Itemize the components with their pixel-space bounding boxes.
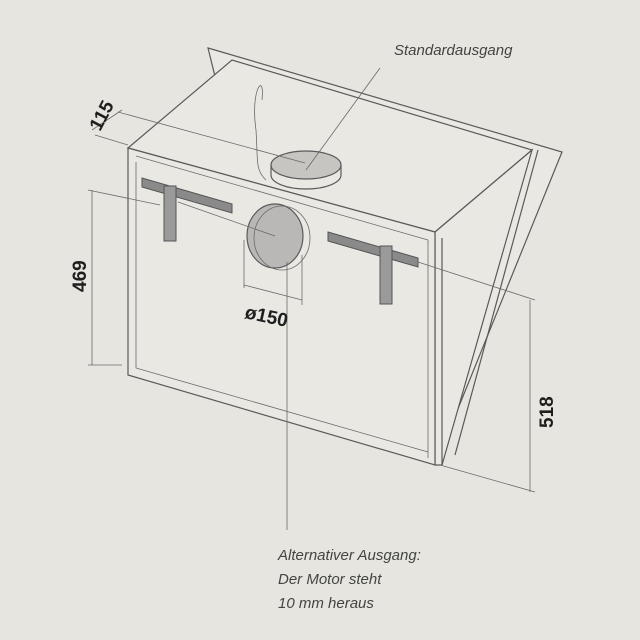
front-inner-top — [135, 155, 429, 241]
label-standard-outlet: Standardausgang — [394, 42, 513, 59]
duct-side — [270, 165, 342, 190]
dimension-469: 469 — [70, 260, 91, 292]
left-mounting-bracket — [141, 177, 233, 242]
label-alt-outlet-1: Alternativer Ausgang: — [277, 547, 421, 564]
standard-outlet-duct — [270, 150, 342, 180]
duct-ring — [253, 205, 311, 271]
right-mounting-bracket — [327, 231, 419, 305]
label-alt-outlet-3: 10 mm heraus — [278, 595, 374, 612]
panel-edge — [454, 149, 539, 456]
power-cable — [254, 85, 267, 181]
dimension-115: 115 — [86, 97, 119, 134]
dimension-lines — [87, 67, 536, 530]
box-front-face — [127, 147, 436, 466]
front-inner-edge — [135, 162, 429, 453]
label-alt-outlet-2: Der Motor steht — [278, 571, 382, 588]
dimension-518: 518 — [537, 396, 558, 428]
